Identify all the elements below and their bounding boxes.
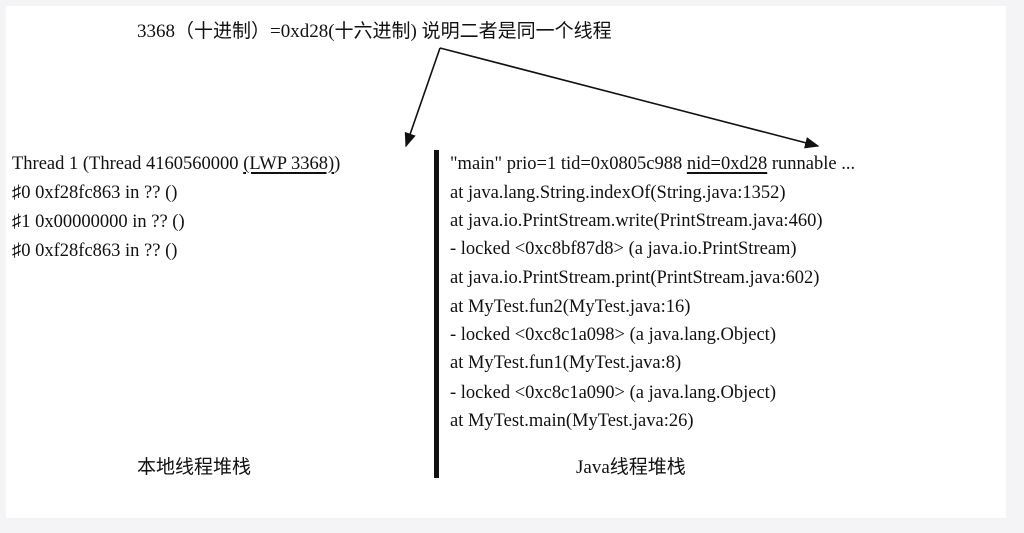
native-thread-suffix: ) [334,154,341,174]
figure-panel [6,6,1006,518]
native-frame: ♯0 0xf28fc863 in ?? () [12,183,178,203]
lwp-id: (LWP 3368) [243,154,335,174]
header-note: 3368（十进制）=0xd28(十六进制) 说明二者是同一个线程 [137,21,612,42]
java-thread-suffix: runnable ... [767,154,856,174]
native-stack-caption: 本地线程堆栈 [137,457,252,478]
native-thread-prefix: Thread 1 (Thread 4160560000 [12,154,244,174]
java-frame: - locked <0xc8bf87d8> (a java.io.PrintSt… [450,239,797,259]
java-frame: - locked <0xc8c1a090> (a java.lang.Objec… [450,383,776,403]
native-thread-header: Thread 1 (Thread 4160560000 (LWP 3368)) [12,155,340,174]
java-thread-header: "main" prio=1 tid=0x0805c988 nid=0xd28 r… [450,155,855,174]
java-frame: at java.io.PrintStream.print(PrintStream… [450,268,820,288]
java-frame: at MyTest.fun2(MyTest.java:16) [450,297,691,317]
java-frame: - locked <0xc8c1a098> (a java.lang.Objec… [450,325,776,345]
java-frame: at MyTest.main(MyTest.java:26) [450,411,694,431]
stack-divider [434,150,439,478]
nid-id: nid=0xd28 [686,154,768,174]
native-frame: ♯0 0xf28fc863 in ?? () [12,241,178,261]
java-frame: at MyTest.fun1(MyTest.java:8) [450,353,682,373]
java-thread-prefix: "main" prio=1 tid=0x0805c988 [450,154,687,174]
java-stack-caption: Java线程堆栈 [576,457,686,478]
java-frame: at java.lang.String.indexOf(String.java:… [450,183,786,203]
java-frame: at java.io.PrintStream.write(PrintStream… [450,211,823,231]
native-frame: ♯1 0x00000000 in ?? () [12,212,185,232]
